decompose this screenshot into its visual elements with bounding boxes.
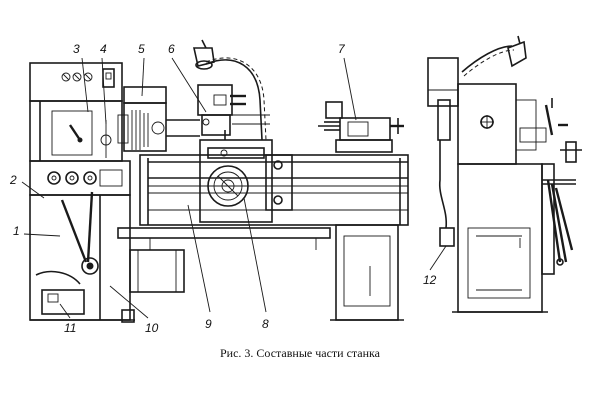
leader-lines xyxy=(21,57,357,319)
side-top-box xyxy=(427,57,459,141)
callout-12: 12 xyxy=(423,273,437,287)
lathe-bed xyxy=(139,154,409,226)
spindle-head xyxy=(117,86,200,152)
callout-6: 6 xyxy=(168,42,175,56)
side-view xyxy=(427,35,582,313)
callout-4: 4 xyxy=(100,42,107,56)
side-pedestal xyxy=(452,163,576,313)
tool-post-and-lamp xyxy=(193,39,270,141)
figure-caption: Рис. 3. Составные части станка xyxy=(219,346,381,360)
callout-3: 3 xyxy=(73,42,80,56)
callout-2: 2 xyxy=(10,173,17,187)
callout-7: 7 xyxy=(338,42,345,56)
headstock-body xyxy=(29,100,123,162)
callout-9: 9 xyxy=(205,317,212,331)
carriage-apron xyxy=(199,130,293,223)
tailstock xyxy=(318,101,404,153)
headstock-upper-box xyxy=(29,62,123,102)
side-lamp xyxy=(461,35,527,77)
callout-8: 8 xyxy=(262,317,269,331)
callout-1: 1 xyxy=(13,224,20,238)
side-cable xyxy=(429,140,455,271)
motor xyxy=(117,227,331,293)
callout-11: 11 xyxy=(64,321,77,335)
left-pedestal xyxy=(29,160,135,323)
side-headstock xyxy=(457,83,582,165)
callout-10: 10 xyxy=(145,321,159,335)
front-view xyxy=(21,39,409,323)
right-pedestal xyxy=(330,224,404,321)
callout-5: 5 xyxy=(138,42,145,56)
